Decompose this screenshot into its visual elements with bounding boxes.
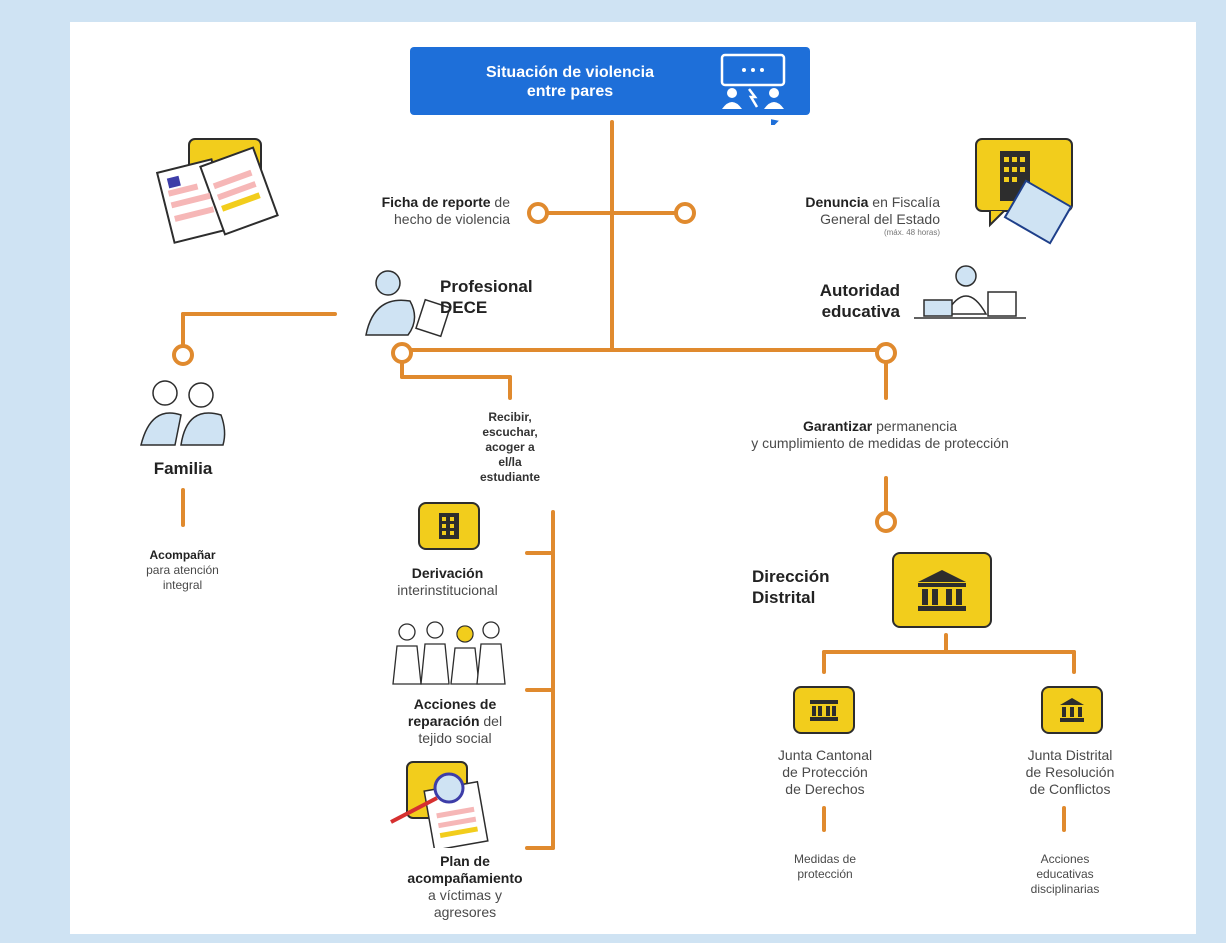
district-board-icon	[1041, 686, 1103, 734]
denuncia-label-line2: General del Estado	[820, 211, 940, 227]
junta-distrital-outcome-line1: Acciones	[1040, 852, 1090, 866]
ficha-label-line2: hecho de violencia	[394, 211, 510, 227]
denuncia-label-bold: Denuncia	[805, 194, 869, 210]
junta-distrital-line2: de Resolución	[1025, 764, 1115, 780]
profesional-label: Profesional DECE	[440, 276, 590, 318]
acciones-line3: tejido social	[418, 730, 492, 746]
junta-cantonal-outcome-line2: protección	[797, 867, 853, 881]
junta-distrital-outcome-line3: disciplinarias	[1030, 882, 1100, 896]
building-document-icon	[975, 138, 1073, 245]
plan-line3: a víctimas y	[428, 887, 502, 903]
recibir-line2: escuchar,	[482, 425, 538, 439]
chat-people-icon	[720, 53, 786, 125]
acciones-line2-rest: del	[479, 713, 503, 729]
junta-distrital-line3: de Conflictos	[1029, 781, 1111, 797]
direccion-label: Dirección Distrital	[752, 566, 872, 608]
garantizar-label-bold: Garantizar	[802, 418, 873, 434]
derivacion-label: Derivación interinstitucional	[360, 565, 535, 599]
magnifier-forms-icon	[390, 761, 489, 848]
junta-distrital-outcome-line2: educativas	[1036, 867, 1094, 881]
family-icon	[140, 380, 226, 446]
junta-distrital-label: Junta Distrital de Resolución de Conflic…	[985, 747, 1155, 798]
banner-title-line1: Situación de violencia	[485, 64, 655, 81]
ficha-label: Ficha de reporte de hecho de violencia	[290, 194, 510, 228]
familia-action: Acompañar para atención integral	[120, 548, 245, 593]
acciones-line1: Acciones de	[413, 696, 497, 712]
derivacion-label-bold: Derivación	[411, 565, 484, 581]
junta-cantonal-line2: de Protección	[782, 764, 868, 780]
familia-title: Familia	[153, 459, 213, 478]
recibir-line3: acoger a	[485, 440, 535, 454]
denuncia-label: Denuncia en Fiscalía General del Estado …	[720, 194, 940, 238]
derivation-building-icon	[418, 502, 480, 550]
district-institution-icon	[892, 552, 992, 628]
acciones-label: Acciones de reparación del tejido social	[375, 696, 535, 747]
recibir-line1: Recibir,	[488, 410, 532, 424]
autoridad-label-line1: Autoridad	[819, 281, 900, 300]
dece-professional-icon	[365, 270, 451, 338]
education-authority-icon	[914, 265, 1026, 319]
cantonal-board-icon	[793, 686, 855, 734]
familia-action-line3: integral	[162, 578, 203, 592]
recibir-label: Recibir, escuchar, acoger a el/la estudi…	[450, 410, 570, 485]
recibir-line4: el/la	[498, 455, 522, 469]
garantizar-label: Garantizar permanencia y cumplimiento de…	[670, 418, 1090, 452]
community-group-icon	[392, 621, 506, 685]
junta-cantonal-line1: Junta Cantonal	[777, 747, 873, 763]
junta-cantonal-line3: de Derechos	[785, 781, 865, 797]
junta-cantonal-outcome: Medidas de protección	[765, 852, 885, 882]
direccion-label-line1: Dirección	[752, 567, 830, 586]
ficha-label-bold: Ficha de reporte	[381, 194, 491, 210]
junta-distrital-line1: Junta Distrital	[1027, 747, 1113, 763]
junta-distrital-outcome: Acciones educativas disciplinarias	[1005, 852, 1125, 897]
profesional-label-line2: DECE	[440, 298, 488, 317]
banner-title-line2: entre pares	[526, 83, 614, 100]
title-banner: Situación de violencia entre pares	[410, 47, 810, 125]
autoridad-label-line2: educativa	[821, 302, 900, 321]
profesional-label-line1: Profesional	[440, 277, 533, 296]
denuncia-note: (máx. 48 horas)	[883, 228, 940, 237]
acciones-line2-bold: reparación	[407, 713, 480, 729]
direccion-label-line2: Distrital	[752, 588, 816, 607]
plan-label: Plan de acompañamiento a víctimas y agre…	[390, 853, 540, 921]
derivacion-label-line2: interinstitucional	[397, 582, 498, 598]
junta-cantonal-outcome-line1: Medidas de	[793, 852, 857, 866]
denuncia-label-rest: en Fiscalía	[868, 194, 940, 210]
banner-title: Situación de violencia entre pares	[440, 63, 700, 101]
junta-cantonal-label: Junta Cantonal de Protección de Derechos	[740, 747, 910, 798]
plan-line4: agresores	[433, 904, 497, 920]
familia-action-bold: Acompañar	[149, 548, 216, 562]
ficha-label-rest: de	[490, 194, 510, 210]
garantizar-label-rest: permanencia	[872, 418, 958, 434]
report-forms-icon	[155, 138, 279, 244]
garantizar-label-line2: y cumplimiento de medidas de protección	[751, 435, 1009, 451]
recibir-line5: estudiante	[479, 470, 540, 484]
plan-line2: acompañamiento	[407, 870, 523, 886]
autoridad-label: Autoridad educativa	[760, 280, 900, 322]
familia-action-line2: para atención	[146, 563, 219, 577]
plan-line1: Plan de	[440, 853, 490, 869]
